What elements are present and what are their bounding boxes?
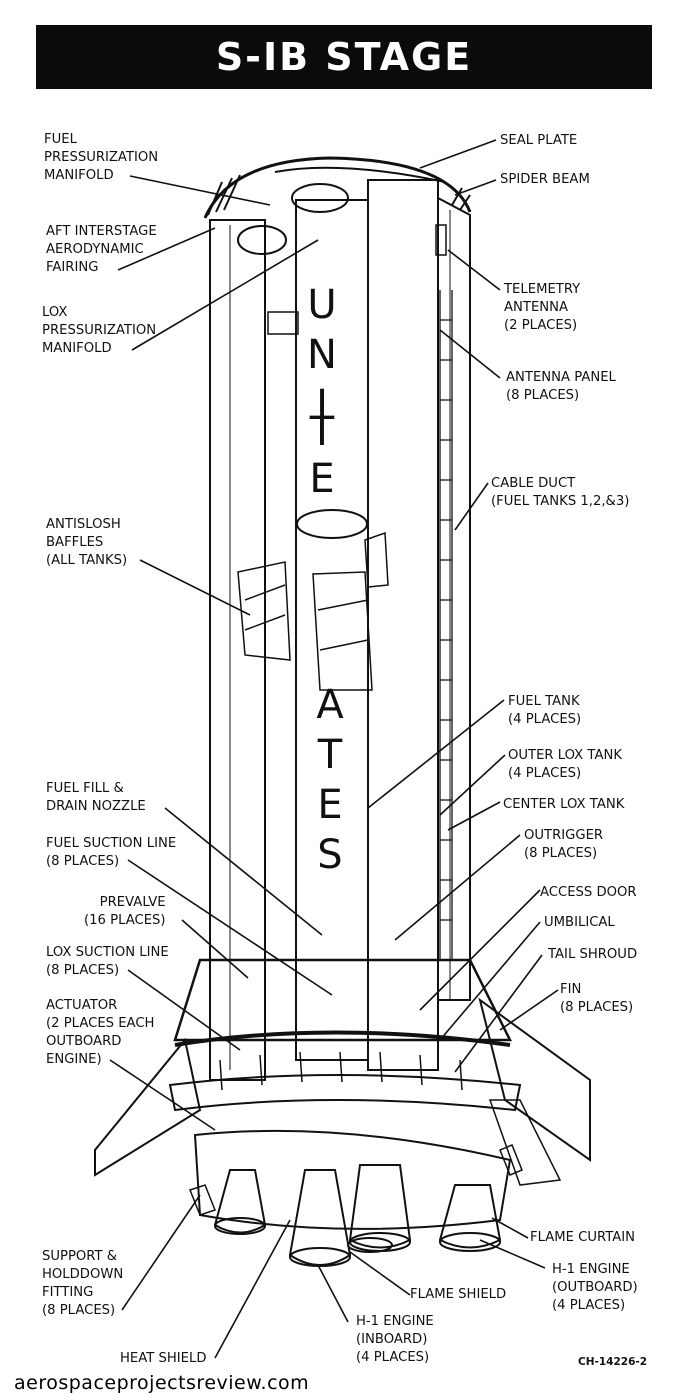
label-h1-engine-inboard: H-1 ENGINE (INBOARD) (4 PLACES) (356, 1314, 434, 1365)
fin-right (478, 997, 591, 1162)
fin-left (94, 1037, 202, 1177)
label-lox-suction-line: LOX SUCTION LINE (8 PLACES) (46, 945, 169, 978)
right-outer-tank (437, 197, 471, 1001)
label-prevalve: PREVALVE (16 PLACES) (84, 895, 166, 928)
center-tank (295, 199, 369, 1061)
label-aft-interstage-fairing: AFT INTERSTAGE AERODYNAMIC FAIRING (46, 224, 157, 275)
right-tank (367, 179, 439, 1071)
drawing-code: CH-14226-2 (578, 1356, 648, 1368)
h1-engine-bells (213, 1164, 502, 1267)
cable-duct-ladder (439, 290, 453, 960)
tank-letter: U (307, 282, 336, 328)
label-fuel-tank: FUEL TANK (4 PLACES) (508, 694, 582, 727)
label-tail-shroud: TAIL SHROUD (548, 947, 638, 962)
label-heat-shield: HEAT SHIELD (120, 1351, 207, 1366)
baffle-right (364, 531, 389, 588)
label-access-door: ACCESS DOOR (540, 885, 637, 900)
tank-letter: E (317, 782, 342, 828)
label-cable-duct: CABLE DUCT (FUEL TANKS 1,2,&3) (491, 476, 630, 509)
tank-letter: S (317, 832, 342, 878)
title-bar: S-IB STAGE (36, 25, 652, 89)
tank-letter: T (317, 732, 343, 778)
label-outer-lox-tank: OUTER LOX TANK (4 PLACES) (508, 748, 622, 781)
tank-letter: A (316, 682, 344, 728)
hatch (267, 311, 299, 335)
label-fin: FIN (8 PLACES) (560, 982, 634, 1015)
leader-lines (109, 139, 559, 1359)
holddown-fitting (189, 1184, 216, 1216)
tank-letter: T (309, 409, 335, 455)
baffle-center (312, 571, 373, 691)
upper-tank-dome (296, 509, 368, 539)
label-actuator: ACTUATOR (2 PLACES EACH OUTBOARD ENGINE) (46, 998, 155, 1067)
holddown-fitting-right (499, 1144, 523, 1176)
tail-section (173, 958, 513, 1042)
label-lox-pressurization-manifold: LOX PRESSURIZATION MANIFOLD (42, 305, 157, 356)
telemetry-antenna-shape (435, 224, 447, 256)
tail-ribs (219, 1051, 463, 1091)
tank-letter: I (316, 382, 328, 428)
baffle-left (237, 561, 291, 661)
label-antenna-panel: ANTENNA PANEL (8 PLACES) (506, 370, 616, 403)
engine-mount-ring (174, 1030, 511, 1047)
fin-right-lower (488, 1099, 562, 1186)
tank-letter: N (307, 332, 337, 378)
label-flame-shield: FLAME SHIELD (410, 1287, 507, 1302)
thrust-skirt (168, 1074, 522, 1112)
label-outrigger: OUTRIGGER (8 PLACES) (524, 828, 604, 861)
label-fuel-suction-line: FUEL SUCTION LINE (8 PLACES) (46, 836, 177, 869)
lox-manifold-dome (237, 225, 287, 255)
label-fuel-pressurization-manifold: FUEL PRESSURIZATION MANIFOLD (44, 132, 159, 183)
tank-letter: E (309, 456, 334, 502)
label-spider-beam: SPIDER BEAM (500, 172, 590, 187)
label-center-lox-tank: CENTER LOX TANK (503, 797, 625, 812)
page-title: S-IB STAGE (215, 35, 473, 79)
label-flame-curtain: FLAME CURTAIN (530, 1230, 636, 1245)
label-seal-plate: SEAL PLATE (500, 133, 578, 148)
label-h1-engine-outboard: H-1 ENGINE (OUTBOARD) (4 PLACES) (552, 1262, 638, 1313)
label-support-holddown-fitting: SUPPORT & HOLDDOWN FITTING (8 PLACES) (42, 1249, 124, 1318)
source-website: aerospaceprojectsreview.com (14, 1372, 310, 1394)
label-antislosh-baffles: ANTISLOSH BAFFLES (ALL TANKS) (46, 517, 128, 568)
base-heat-shield (193, 1129, 512, 1230)
seal-plate-rim (274, 166, 446, 183)
left-outer-tank (209, 219, 266, 1081)
label-umbilical: UMBILICAL (544, 915, 615, 930)
label-fuel-fill-drain-nozzle: FUEL FILL & DRAIN NOZZLE (46, 781, 146, 814)
fuel-manifold-dome (291, 183, 349, 213)
label-telemetry-antenna: TELEMETRY ANTENNA (2 PLACES) (504, 282, 581, 333)
